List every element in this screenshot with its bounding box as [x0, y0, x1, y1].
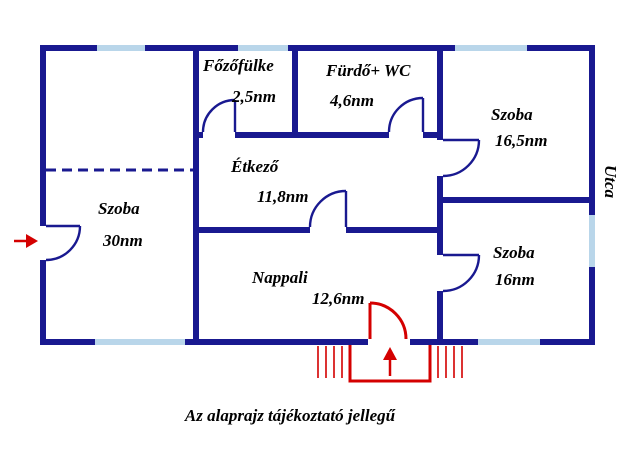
interior-wall-h3-a	[193, 227, 310, 233]
room16-door-arc	[442, 254, 481, 293]
outer-wall-top	[40, 45, 595, 51]
interior-wall-right-vertical-middle	[437, 176, 443, 255]
room-label-szoba-16: Szoba	[493, 243, 535, 262]
window-top-right	[455, 45, 527, 51]
stairs-right-hatch	[437, 346, 463, 378]
street-label: Utca	[601, 165, 620, 199]
room-label-szoba-30: Szoba	[98, 199, 140, 218]
room-area-fozofulke: 2,5nm	[232, 87, 276, 106]
room-area-szoba-165: 16,5nm	[495, 131, 548, 150]
window-bottom-right	[478, 339, 540, 345]
window-bottom-left	[95, 339, 185, 345]
window-top-left	[97, 45, 145, 51]
interior-wall-h3-b	[346, 227, 443, 233]
interior-wall-kitchen-bath	[292, 51, 298, 138]
room-label-etkezo: Étkező	[231, 157, 279, 176]
room-label-nappali: Nappali	[252, 268, 308, 287]
outer-wall-left-upper	[40, 45, 46, 226]
stairs-left-hatch	[317, 346, 343, 378]
side-entrance-arrow	[14, 234, 38, 248]
kitchen-door-arc	[201, 98, 236, 133]
room-area-nappali: 12,6nm	[312, 289, 365, 308]
bathroom-door-arc	[387, 96, 424, 133]
plan-caption: Az alaprajz tájékoztató jellegű	[184, 406, 396, 425]
room-area-szoba-30: 30nm	[103, 231, 143, 250]
dining-door-arc	[308, 189, 347, 228]
interior-wall-right-vertical-upper	[437, 45, 443, 140]
interior-wall-h1-a	[193, 132, 203, 138]
window-top-middle	[238, 45, 288, 51]
room-area-szoba-16: 16nm	[495, 270, 535, 289]
interior-wall-h1-c	[423, 132, 443, 138]
room-label-furdo-wc: Fürdő+ WC	[326, 61, 411, 80]
outer-wall-bottom-left	[40, 339, 368, 345]
room165-door-arc	[442, 139, 481, 178]
outer-wall-left-lower	[40, 260, 46, 345]
room30-door-arc	[45, 225, 82, 262]
room-label-fozofulke: Főzőfülke	[203, 56, 274, 75]
entrance-door-arc	[369, 301, 408, 340]
room-area-etkezo: 11,8nm	[257, 187, 309, 206]
room-area-furdo-wc: 4,6nm	[330, 91, 374, 110]
room-label-szoba-165: Szoba	[491, 105, 533, 124]
outer-wall-right	[589, 45, 595, 345]
interior-wall-left-vertical	[193, 45, 199, 345]
side-arrow-icon	[26, 234, 38, 248]
interior-wall-between-right-rooms	[437, 197, 595, 203]
window-right-wall	[589, 215, 595, 267]
interior-wall-right-vertical-lower	[437, 291, 443, 345]
entrance-up-arrow-icon	[383, 347, 397, 360]
interior-wall-h1-b	[235, 132, 389, 138]
entrance-porch	[348, 345, 432, 383]
